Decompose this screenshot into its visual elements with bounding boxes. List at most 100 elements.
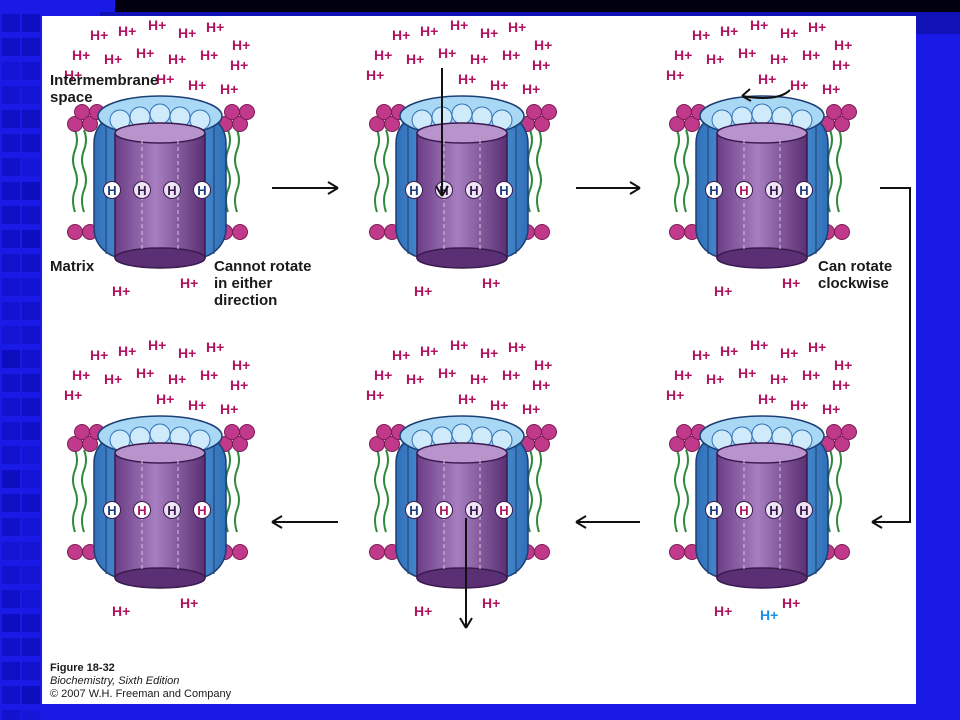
- proton-label: H+: [414, 603, 432, 619]
- proton-label: H+: [770, 51, 788, 67]
- proton-label: H+: [72, 47, 90, 63]
- proton-label: H+: [470, 51, 488, 67]
- lipid-tail: [82, 130, 86, 212]
- proton-label: H+: [104, 51, 122, 67]
- proton-label: H+: [802, 367, 820, 383]
- proton-label: H+: [808, 19, 826, 35]
- lipid-head: [542, 105, 557, 120]
- proton-label: H+: [482, 595, 500, 611]
- proton-label: H+: [148, 17, 166, 33]
- proton-label: H+: [200, 47, 218, 63]
- subunit-cap: [452, 424, 472, 444]
- proton-label: H+: [366, 387, 384, 403]
- binding-site-label: H: [499, 183, 508, 198]
- proton-label: H+: [392, 27, 410, 43]
- proton-label: H+: [136, 365, 154, 381]
- lipid-head: [370, 225, 385, 240]
- lipid-head: [233, 225, 248, 240]
- proton-label: H+: [168, 371, 186, 387]
- proton-label: H+: [522, 401, 540, 417]
- binding-site-label: H: [107, 183, 116, 198]
- lipid-head: [535, 225, 550, 240]
- proton-label: H+: [666, 67, 684, 83]
- proton-label: H+: [534, 37, 552, 53]
- proton-label: H+: [790, 77, 808, 93]
- lipid-tail: [675, 450, 679, 532]
- proton-label: H+: [758, 71, 776, 87]
- rotor-bottom: [717, 568, 807, 588]
- binding-site-label: H: [197, 183, 206, 198]
- lipid-tail: [684, 130, 688, 212]
- proton-label: H+: [508, 339, 526, 355]
- book-title: Biochemistry, Sixth Edition: [50, 674, 179, 688]
- proton-label: H+: [692, 347, 710, 363]
- proton-label: H+: [532, 57, 550, 73]
- proton-label: H+: [666, 387, 684, 403]
- proton-label: H+: [502, 47, 520, 63]
- proton-label: H+: [72, 367, 90, 383]
- proton-label: H+: [706, 51, 724, 67]
- binding-site-label: H: [739, 183, 748, 198]
- lipid-tail: [235, 450, 239, 532]
- step-1: H+H+H+H+H+H+H+H+H+H+H+H+H+H+H+H+H+H+HHHH: [64, 17, 255, 299]
- lipid-head: [835, 225, 850, 240]
- proton-label: H+: [420, 23, 438, 39]
- proton-label: H+: [780, 25, 798, 41]
- proton-label: H+: [714, 603, 732, 619]
- proton-label: H+: [136, 45, 154, 61]
- proton-label: H+: [180, 275, 198, 291]
- step-3: H+H+H+H+H+H+H+H+H+H+H+H+H+H+H+H+H+H+HHHH: [666, 17, 857, 299]
- subunit-cap: [752, 424, 772, 444]
- proton-label: H+: [438, 365, 456, 381]
- proton-label: H+: [458, 391, 476, 407]
- flow-arrow-connector: [872, 188, 910, 522]
- proton-label: H+: [178, 25, 196, 41]
- binding-site-label: H: [799, 503, 808, 518]
- proton-label: H+: [674, 367, 692, 383]
- proton-label: H+: [692, 27, 710, 43]
- lipid-tail: [235, 130, 239, 212]
- proton-label: H+: [808, 339, 826, 355]
- rotor-top: [417, 443, 507, 463]
- proton-label: H+: [90, 27, 108, 43]
- proton-label: H+: [438, 45, 456, 61]
- proton-label: H+: [782, 275, 800, 291]
- lipid-head: [842, 105, 857, 120]
- proton-label: H+: [220, 401, 238, 417]
- lipid-head: [670, 225, 685, 240]
- binding-site-label: H: [137, 503, 146, 518]
- proton-label: H+: [112, 283, 130, 299]
- lipid-head: [68, 545, 83, 560]
- lipid-head: [240, 425, 255, 440]
- intermembrane-space-label: Intermembrane space: [50, 72, 158, 106]
- lipid-head: [240, 105, 255, 120]
- proton-label: H+: [220, 81, 238, 97]
- proton-label: H+: [532, 377, 550, 393]
- proton-label: H+: [790, 397, 808, 413]
- binding-site-label: H: [769, 183, 778, 198]
- lipid-tail: [73, 130, 77, 212]
- subunit-cap: [150, 424, 170, 444]
- proton-label: H+: [230, 57, 248, 73]
- proton-label: H+: [178, 345, 196, 361]
- lipid-tail: [384, 130, 388, 212]
- lipid-tail: [375, 450, 379, 532]
- proton-label: H+: [374, 47, 392, 63]
- lipid-tail: [375, 130, 379, 212]
- proton-label: H+: [232, 37, 250, 53]
- proton-label: H+: [180, 595, 198, 611]
- rotor-top: [115, 443, 205, 463]
- binding-site-label: H: [197, 503, 206, 518]
- proton-label: H+: [714, 283, 732, 299]
- proton-label: H+: [522, 81, 540, 97]
- proton-label: H+: [406, 51, 424, 67]
- lipid-head: [835, 545, 850, 560]
- binding-site-label: H: [499, 503, 508, 518]
- rotor-bottom: [417, 568, 507, 588]
- proton-label: H+: [490, 397, 508, 413]
- proton-label: H+: [450, 17, 468, 33]
- binding-site-label: H: [469, 183, 478, 198]
- proton-label: H+: [782, 595, 800, 611]
- proton-label: H+: [760, 607, 778, 623]
